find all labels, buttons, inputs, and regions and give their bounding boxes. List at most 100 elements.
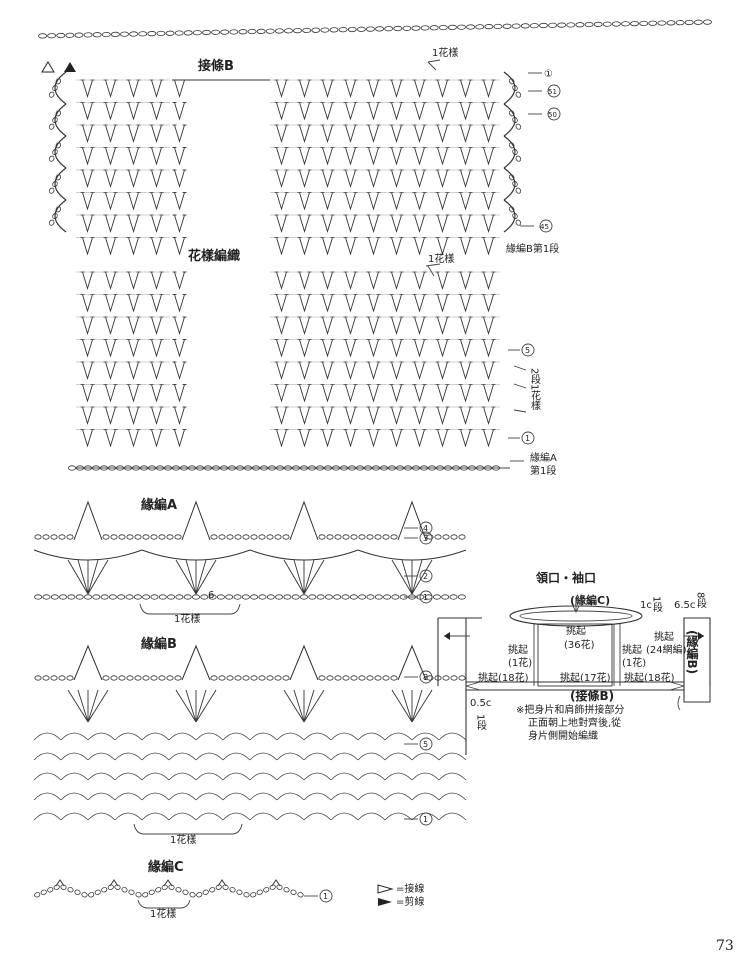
edge-b-top-chain [66,675,74,681]
edge-b-top-chain [266,675,274,681]
border-chain [74,32,84,38]
edge-b-net-loop [357,792,386,801]
edge-a-peak [73,500,103,541]
v-stitch [299,124,310,144]
v-stitch [460,237,471,256]
edge-a-repeat-bracket [139,603,241,615]
scallop-chain [508,206,515,213]
v-stitch [276,214,287,234]
scallop-chain [508,110,515,117]
v-stitch [414,339,425,358]
v-stitch [82,406,93,426]
v-stitch [483,316,494,336]
edge-a-row-markers: 4 3 2 1 [404,521,433,604]
border-chain [265,28,275,34]
v-stitch [391,214,402,234]
bottom-chain-stitch [251,465,260,471]
edge-b-repeat-label: 1花樣 [170,833,196,846]
border-chain [447,24,457,30]
edge-a-base-chain [216,594,225,600]
bottom-chain-stitch [283,465,292,471]
border-chain [284,28,293,34]
right-scallop-loop [503,167,516,201]
edge-a-peak [397,500,427,541]
edge-b-net-loop [276,752,305,761]
v-stitch [368,102,379,121]
edge-a-top-chain [318,534,326,540]
v-stitch [460,339,471,358]
edge-b-net-loop [411,792,440,801]
border-chain [557,22,567,28]
scallop-chain [55,206,62,213]
edge-b-net-loop [249,752,278,761]
v-stitch [82,294,93,313]
edge-b-top-chain [34,675,42,681]
border-chain [202,29,211,36]
edge-b-top-chain [50,675,58,681]
edge-b-net-loop [438,732,467,741]
edge-a-top-chain [282,534,290,540]
dim-1row: 1段 [651,596,663,613]
border-chain [211,29,221,35]
border-chain [502,23,512,29]
edge-c-chain [101,887,108,893]
border-chain [584,21,594,28]
v-stitch [151,316,162,336]
edge-b-top-chain [274,675,282,681]
bottom-chain-stitch [219,465,228,471]
edge-a-base-chain [42,594,51,600]
join-yarn-marker-tl [41,61,55,73]
v-stitch [483,192,494,211]
edge-a-top-chain [142,534,150,540]
v-stitch [437,406,448,426]
v-stitch [414,406,425,426]
border-chain [56,32,66,39]
v-stitch [437,124,448,144]
border-chain [375,26,385,32]
edge-b-net-loop [33,752,62,761]
edge-b-net-loop [87,732,116,741]
v-stitch [460,169,471,189]
right-scallop-loop [503,103,516,137]
edge-a-base-chain [283,594,292,600]
v-stitch [82,124,93,144]
scallop-chain [48,155,55,162]
v-stitch [460,429,471,448]
v-stitch [299,214,310,234]
v-stitch [82,237,93,256]
bottom-chain-stitch [459,465,468,471]
border-chain [311,27,321,33]
edge-a-stitches [33,500,467,600]
bottom-chain-stitch [435,465,444,471]
v-stitch [345,429,356,448]
edge-a-base-chain [158,594,167,600]
edge-b-net-loop [141,812,170,821]
edge-b-net-loop [438,772,467,781]
v-stitch [345,192,356,211]
v-stitch [437,271,448,291]
border-chain [466,24,476,30]
v-stitch [128,102,139,121]
edge-a-top-chain [274,534,282,540]
scallop-chain [515,187,522,194]
edge-b-net-loop [114,752,143,761]
edge-b-top-chain [102,675,110,681]
edge-c-chain [121,887,128,893]
scallop-chain [508,78,515,85]
v-stitch [414,361,425,381]
v-stitch [368,316,379,336]
edge-b-net-loop [438,792,467,801]
legend-join-icon [377,884,394,894]
v-stitch [368,384,379,403]
edge-b-fan-stitch [195,689,207,723]
v-stitch [322,406,333,426]
edge-b-net-loop [60,812,89,821]
edge-a-base-chain [449,594,458,600]
v-stitch [151,79,162,99]
edge-c-row-1: 1 [323,892,328,901]
bottom-chain-stitch [427,465,436,471]
v-stitch [128,169,139,189]
edge-a-top-chain [242,534,250,540]
v-stitch [276,102,287,121]
